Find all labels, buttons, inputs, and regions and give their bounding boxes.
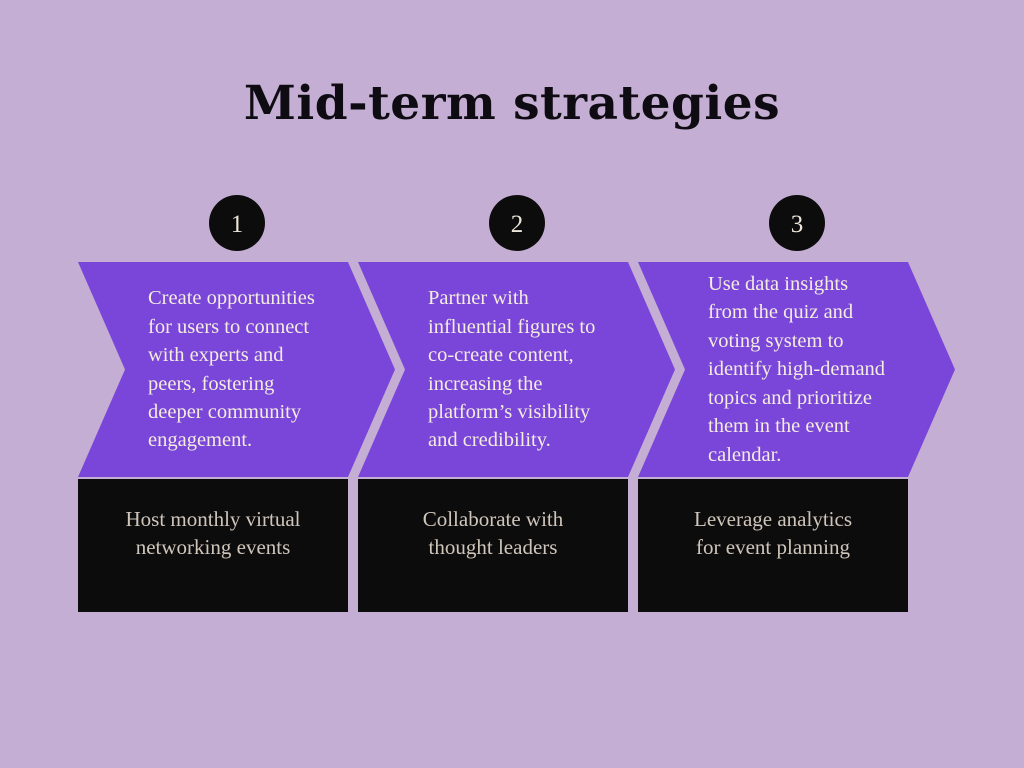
step-1-label: Host monthly virtual networking events	[125, 507, 301, 559]
step-2-number: 2	[510, 210, 524, 238]
step-1-number-badge: 1	[209, 195, 265, 251]
step-1-number: 1	[230, 210, 244, 238]
step-2-number-badge: 2	[489, 195, 545, 251]
step-3: 3 Use data insights from the quiz and vo…	[638, 195, 955, 612]
step-3-number-badge: 3	[769, 195, 825, 251]
step-2-label-box: Collaborate with thought leaders	[358, 479, 628, 612]
step-2-description: Partner with influential figures to co-c…	[428, 287, 596, 452]
slide-title: Mid-term strategies	[243, 76, 781, 131]
step-1-label-box: Host monthly virtual networking events	[78, 479, 348, 612]
step-3-number: 3	[790, 210, 804, 238]
step-3-description: Use data insights from the quiz and voti…	[708, 273, 886, 466]
step-3-label-box: Leverage analytics for event planning	[638, 479, 908, 612]
step-2-chevron-arrow: Partner with influential figures to co-c…	[358, 262, 675, 477]
step-1-chevron-arrow: Create opportunities for users to connec…	[78, 262, 395, 477]
step-3-label: Leverage analytics for event planning	[694, 507, 852, 559]
step-1: 1 Create opportunities for users to conn…	[78, 195, 395, 612]
step-3-chevron-arrow: Use data insights from the quiz and voti…	[638, 262, 955, 477]
step-1-description: Create opportunities for users to connec…	[148, 287, 315, 452]
step-2: 2 Partner with influential figures to co…	[358, 195, 675, 612]
step-2-label: Collaborate with thought leaders	[422, 507, 564, 559]
